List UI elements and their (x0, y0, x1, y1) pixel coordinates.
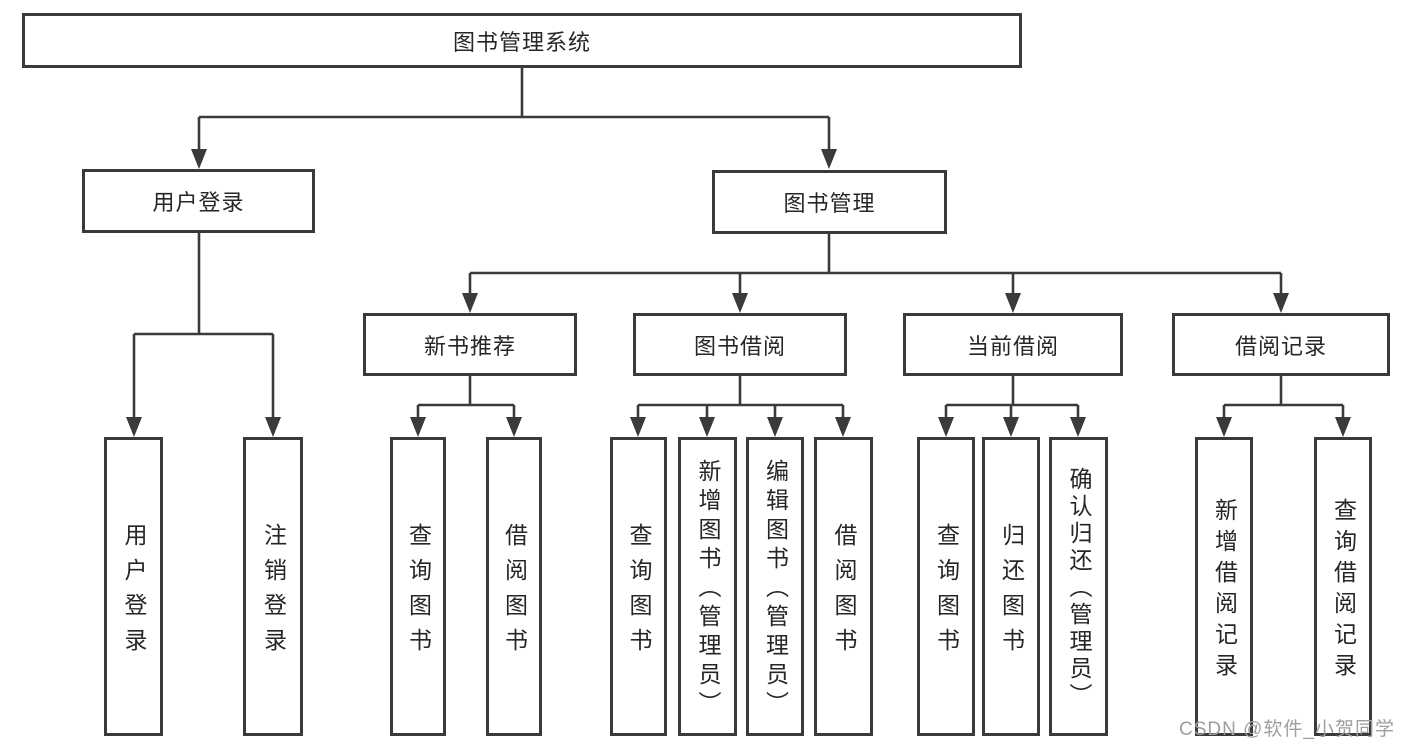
leaf-query-books-current: 查询图书 (917, 437, 975, 736)
node-label: 编辑图书（管理员） (762, 459, 789, 720)
node-label: 用户登录 (121, 522, 147, 663)
node-label: 新增借阅记录 (1211, 497, 1238, 684)
leaf-query-borrow-record: 查询借阅记录 (1314, 437, 1372, 736)
leaf-return-books: 归还图书 (982, 437, 1040, 736)
leaf-edit-books-admin: 编辑图书（管理员） (746, 437, 804, 736)
node-label: 新书推荐 (423, 333, 516, 359)
node-new-book-recommendation: 新书推荐 (363, 313, 577, 376)
node-label: 查询图书 (933, 522, 960, 663)
node-label: 查询图书 (405, 522, 432, 663)
node-label: 借阅图书 (831, 522, 857, 663)
leaf-logout: 注销登录 (243, 437, 303, 736)
node-book-management: 图书管理 (712, 170, 947, 234)
leaf-add-borrow-record: 新增借阅记录 (1195, 437, 1253, 736)
connector-paths (132, 68, 1345, 418)
node-borrowing-records: 借阅记录 (1172, 313, 1390, 376)
watermark: CSDN @软件_小贺同学 (1179, 719, 1395, 740)
node-label: 图书管理系统 (452, 29, 591, 55)
node-label: 注销登录 (260, 522, 287, 663)
leaf-add-books-admin: 新增图书（管理员） (678, 437, 737, 736)
leaf-borrow-books-borrowing: 借阅图书 (814, 437, 873, 736)
node-label: 查询借阅记录 (1330, 497, 1357, 684)
leaf-user-login: 用户登录 (104, 437, 163, 736)
leaf-borrow-books-recommend: 借阅图书 (486, 437, 542, 736)
node-label: 新增图书（管理员） (695, 459, 721, 720)
node-label: 借阅记录 (1234, 333, 1327, 359)
node-label: 图书管理 (783, 191, 876, 216)
leaf-query-books-borrowing: 查询图书 (610, 437, 667, 736)
node-user-login: 用户登录 (82, 169, 315, 233)
node-book-borrowing: 图书借阅 (633, 313, 847, 376)
node-label: 图书借阅 (693, 333, 786, 359)
leaf-confirm-return-admin: 确认归还（管理员） (1049, 437, 1108, 736)
arrowheads (126, 149, 1351, 437)
leaf-query-books-recommend: 查询图书 (390, 437, 446, 736)
node-library-system: 图书管理系统 (22, 13, 1022, 68)
node-current-borrowing: 当前借阅 (903, 313, 1123, 376)
node-label: 查询图书 (626, 522, 652, 663)
node-label: 确认归还（管理员） (1066, 467, 1092, 710)
node-label: 用户登录 (152, 190, 245, 215)
node-label: 当前借阅 (966, 333, 1059, 359)
node-label: 借阅图书 (501, 522, 528, 663)
node-label: 归还图书 (998, 522, 1025, 663)
